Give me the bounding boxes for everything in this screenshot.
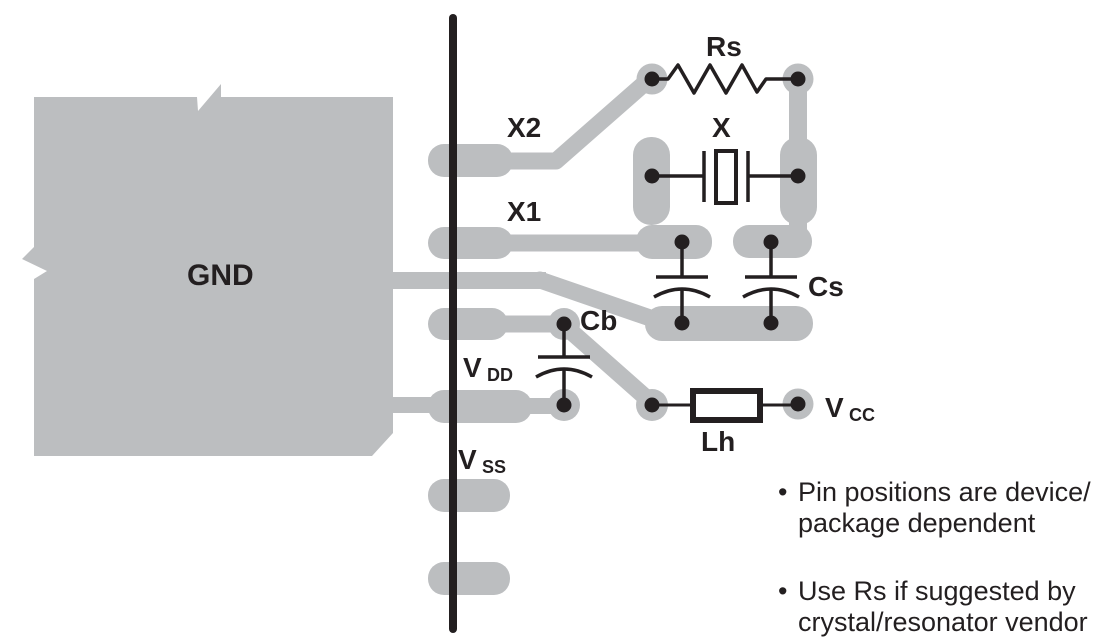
label-vss: V SS [458,444,506,477]
via-dot [790,71,806,87]
label-gnd: GND [187,259,254,292]
via-dot [763,234,779,250]
note-item-pin-positions: • Pin positions are device/ package depen… [778,477,1108,539]
note-item-use-rs: • Use Rs if suggested by crystal/resonato… [778,576,1108,638]
via-dot [763,315,779,331]
via-dots [556,71,806,413]
pin-pad-vdd [428,390,532,423]
pin-pad-3 [428,308,508,340]
svg-text:DD: DD [487,365,513,385]
label-cb: Cb [580,305,617,336]
inductor-lh-symbol [652,388,792,423]
pin-pad-vss [428,479,510,512]
via-dot [790,396,806,412]
svg-text:V: V [458,444,477,475]
pad-cs-left-top [636,225,712,259]
pin-pad-x1 [428,227,513,259]
via-dot [674,315,690,331]
label-lh: Lh [701,426,735,457]
pad-cs-bottom [645,306,813,341]
svg-text:V: V [463,352,482,383]
resistor-rs-symbol [652,63,798,95]
svg-text:CC: CC [849,405,875,425]
label-crystal-x: X [712,112,731,143]
note-text: Use Rs if suggested by [798,576,1076,606]
trace-gnd-finger [393,272,546,289]
label-x2: X2 [507,112,541,143]
note-bullet: • [778,576,788,606]
label-rs: Rs [706,31,742,62]
gnd-plane [22,84,393,456]
via-dot [556,316,572,332]
svg-text:V: V [825,392,844,423]
trace-gnd-diagonal [531,271,665,329]
via-dot [556,397,572,413]
label-vdd: V DD [463,352,513,385]
note-text: package dependent [798,508,1036,538]
label-cs: Cs [808,271,844,302]
trace-cb-to-lh [557,318,661,412]
via-dot [674,234,690,250]
notes-list: • Pin positions are device/ package depen… [778,477,1108,642]
pin-pad-6 [428,562,510,595]
via-dot [644,71,660,87]
label-x1: X1 [507,196,541,227]
note-text: Pin positions are device/ [798,477,1091,507]
capacitor-cb-symbol [535,330,593,405]
note-bullet: • [778,477,788,507]
via-dot [790,168,806,184]
package-edge-line [449,14,457,633]
label-vcc: V CC [825,392,875,425]
trace-x2 [491,73,655,170]
via-dot [644,168,660,184]
crystal-x-symbol [652,149,798,205]
svg-text:SS: SS [482,457,506,477]
pin-pad-x2 [428,144,513,177]
note-text: crystal/resonator vendor [798,607,1088,637]
via-dot [644,397,660,413]
